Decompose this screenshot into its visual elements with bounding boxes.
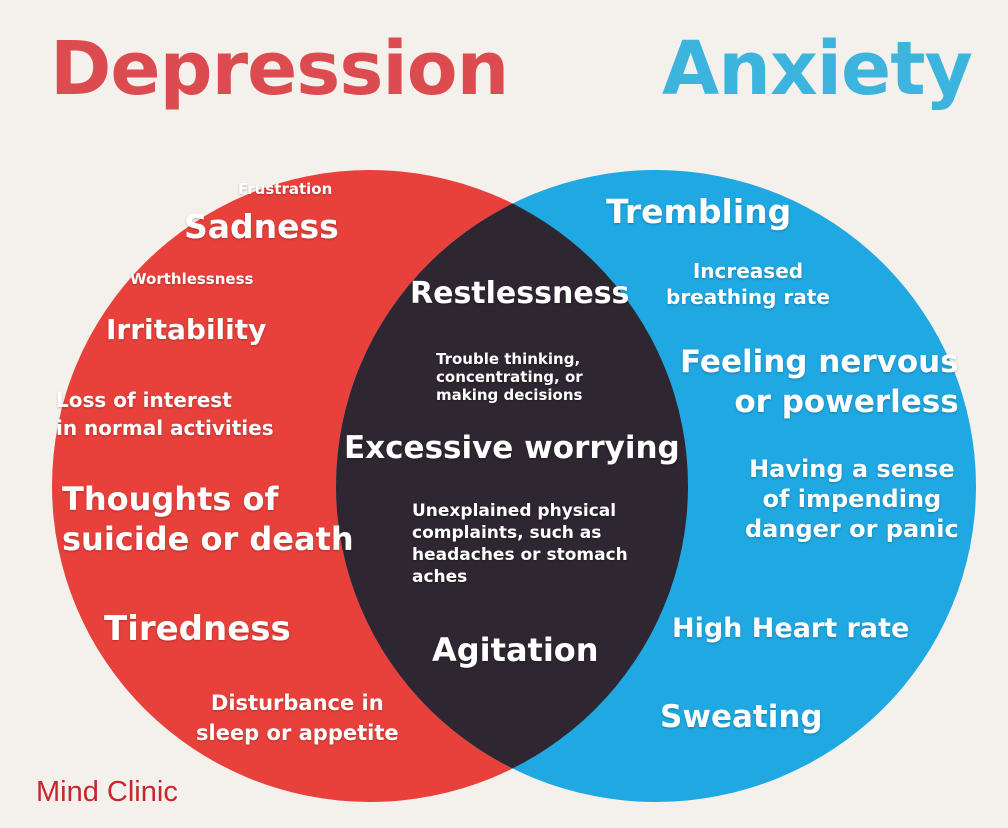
label-tiredness: Tiredness	[104, 609, 291, 649]
label-trembling: Trembling	[606, 192, 792, 231]
overlap-region	[336, 170, 688, 802]
label-sadness: Sadness	[184, 207, 339, 246]
label-agitation: Agitation	[432, 631, 599, 669]
depression-title: Depression	[50, 26, 509, 112]
label-high-heart-rate: High Heart rate	[672, 613, 910, 644]
label-thoughts-of-suicide: Thoughts of suicide or death	[62, 480, 354, 558]
label-trouble-thinking: Trouble thinking, concentrating, or maki…	[436, 350, 583, 404]
label-unexplained-complaints: Unexplained physical complaints, such as…	[412, 501, 628, 588]
label-breathing-rate: Increased breathing rate	[666, 259, 830, 309]
label-irritability: Irritability	[106, 313, 267, 346]
label-loss-of-interest: Loss of interest in normal activities	[56, 388, 274, 440]
label-feeling-nervous: Feeling nervous or powerless	[680, 344, 959, 421]
label-impending-danger: Having a sense of impending danger or pa…	[745, 455, 959, 543]
label-restlessness: Restlessness	[410, 276, 630, 311]
anxiety-title: Anxiety	[662, 26, 973, 112]
label-sweating: Sweating	[660, 699, 823, 735]
label-worthlessness: Worthlessness	[130, 270, 254, 288]
label-excessive-worrying: Excessive worrying	[344, 430, 680, 466]
label-frustration: Frustration	[238, 180, 333, 198]
brand-watermark: Mind Clinic	[36, 776, 178, 808]
label-disturbance: Disturbance in sleep or appetite	[196, 691, 399, 746]
